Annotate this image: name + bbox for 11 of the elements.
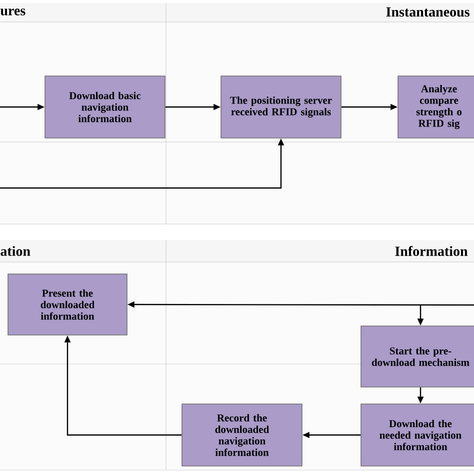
process-box: Start the pre-download mechanism xyxy=(360,326,474,388)
process-box: Present the downloaded information xyxy=(8,274,128,336)
lane-title: Information xyxy=(395,246,468,256)
process-box: Download basic navigation information xyxy=(44,76,166,138)
process-box: Record the downloaded navigation information xyxy=(182,404,302,466)
process-box: Download the needed navigation information xyxy=(360,404,474,466)
lane-title: ation xyxy=(0,246,30,256)
lane-title: ures xyxy=(0,8,26,16)
lane-title: Instantaneous xyxy=(386,7,470,17)
process-box: Analyze compare strength o RFID sig xyxy=(398,76,474,138)
process-box: The positioning server received RFID signals xyxy=(220,76,342,138)
